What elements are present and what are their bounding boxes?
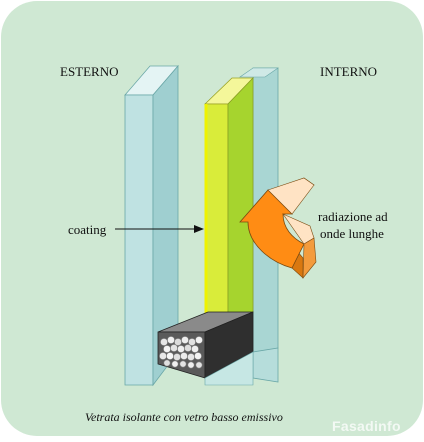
- watermark: Fasadinfo: [332, 418, 401, 434]
- outer-glass-pane: [124, 64, 179, 387]
- desiccant-granules: [159, 336, 203, 369]
- exterior-label: ESTERNO: [60, 64, 119, 79]
- diagram-caption: Vetrata isolante con vetro basso emissiv…: [85, 410, 283, 424]
- radiation-arrow-icon: [239, 177, 317, 279]
- radiation-label-line2: onde lunghe: [320, 226, 384, 241]
- inner-glass-bottom: [204, 351, 254, 386]
- outer-glass-front: [124, 94, 154, 386]
- inner-glass-pane: [204, 347, 279, 386]
- coated-glass-pane: [204, 77, 254, 351]
- spacer-bar: [157, 311, 254, 379]
- coating-pointer-arrowhead: [194, 225, 204, 233]
- coated-glass-side: [227, 77, 254, 342]
- inner-glass-lower-front: [252, 347, 279, 383]
- coating-label: coating: [68, 222, 107, 237]
- radiation-label-line1: radiazione ad: [318, 209, 388, 224]
- interior-label: INTERNO: [320, 64, 378, 79]
- inner-glass-right-top: [239, 67, 279, 78]
